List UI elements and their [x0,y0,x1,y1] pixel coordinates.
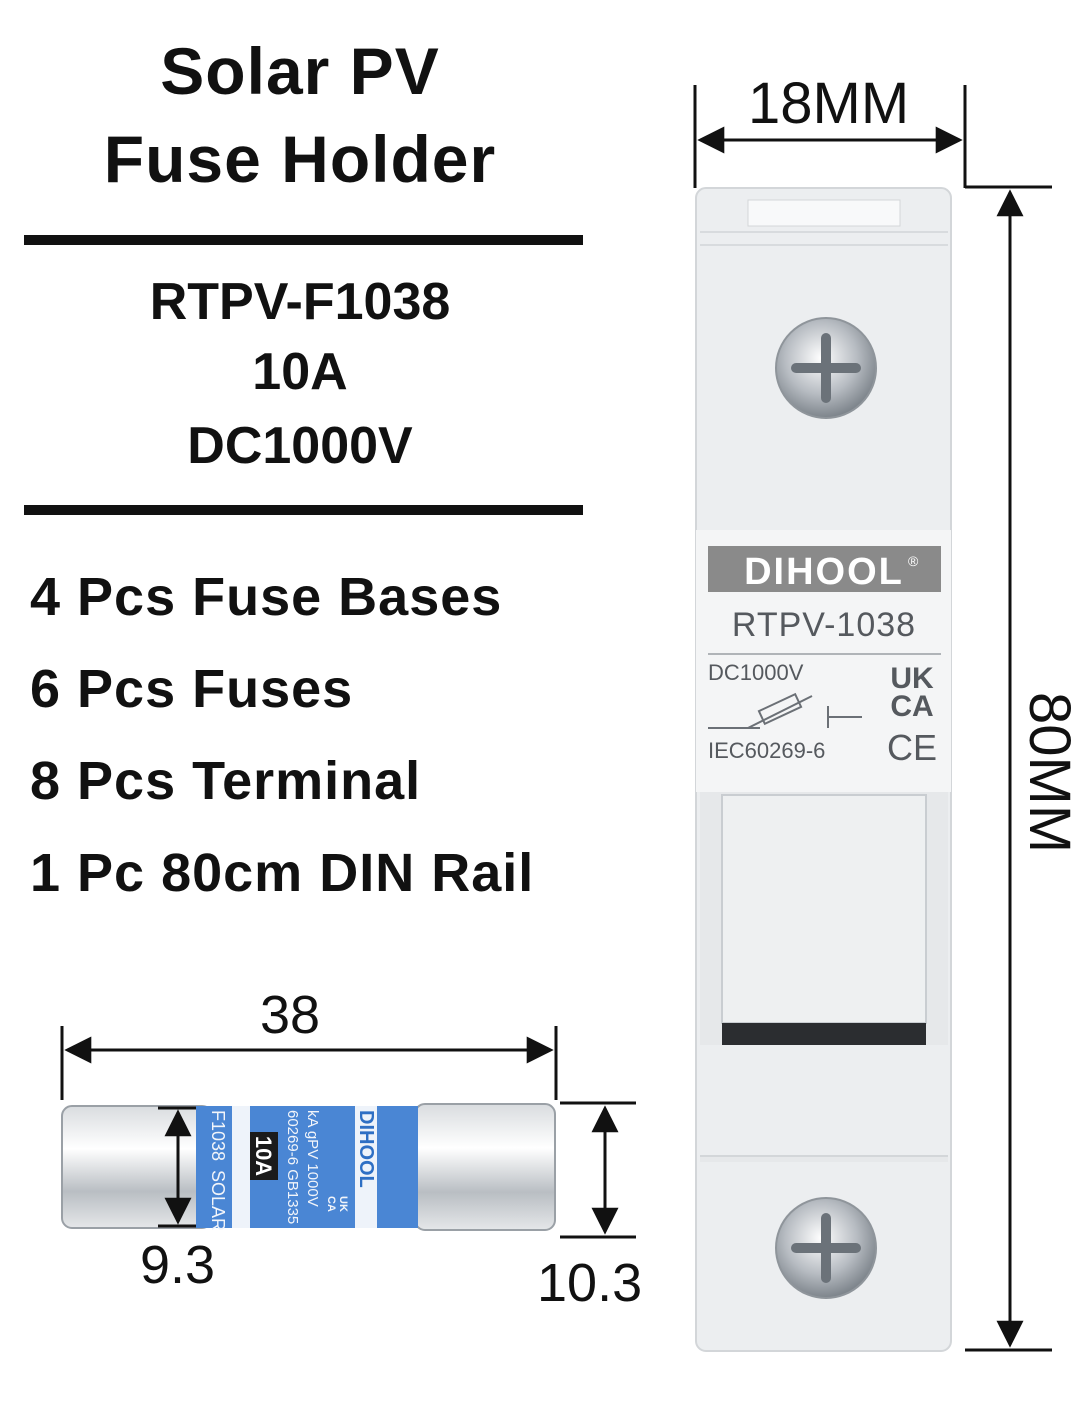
registered-mark: ® [908,553,919,569]
fuse-diameter-outer-label: 10.3 [537,1253,643,1313]
fuse-diameter-inner-dimension [158,1106,196,1228]
fuse-holder-image: DIHOOL ® RTPV-1038 DC1000V IEC60269-6 UK… [695,187,952,1352]
title-line-1: Solar PV [160,34,440,108]
contents-item: 6 Pcs Fuses [30,659,354,719]
divider-bottom [24,505,583,515]
ce-mark: CE [887,727,937,768]
fuse-line-b: SOLAR [208,1170,228,1231]
holder-width-dimension [693,85,967,188]
fuse-ukca-mark: CA [325,1196,337,1212]
contents-item: 1 Pc 80cm DIN Rail [30,843,535,903]
spec-voltage: DC1000V [187,417,413,475]
ukca-mark: CA [890,690,933,723]
holder-width-label: 18MM [748,71,910,136]
ukca-mark: UK [890,662,934,695]
fuse-line-a: F1038 [208,1110,228,1161]
contents-item: 8 Pcs Terminal [30,751,422,811]
fuse-line-c: 60269-6 GB1335 [284,1110,301,1224]
spec-model: RTPV-F1038 [149,273,451,331]
fuse-symbol-icon [757,692,803,726]
holder-brand: DIHOOL [744,551,904,593]
title-line-2: Fuse Holder [103,122,497,196]
fuse-diameter-inner-label: 9.3 [140,1235,216,1295]
brand-plate [708,546,941,592]
fuse-brand: DIHOOL [355,1110,377,1188]
fuse-diameter-outer-dimension [560,1101,636,1239]
contents-item: 4 Pcs Fuse Bases [30,567,503,627]
holder-voltage: DC1000V [708,660,804,685]
holder-height-dimension [965,185,1052,1352]
fuse-length-dimension [60,1026,558,1100]
spec-current: 10A [252,343,348,401]
divider-top [24,235,583,245]
holder-model: RTPV-1038 [732,606,916,644]
holder-standard: IEC60269-6 [708,738,825,763]
fuse-cartridge-image: 10A F1038 SOLAR 60269-6 GB1335 kA gPV 10… [61,1103,556,1231]
fuse-rating: 10A [251,1136,276,1176]
fuse-ukca-mark: UK [337,1196,349,1212]
fuse-length-label: 38 [260,985,321,1045]
fuse-line-d: kA gPV 1000V [304,1110,321,1207]
